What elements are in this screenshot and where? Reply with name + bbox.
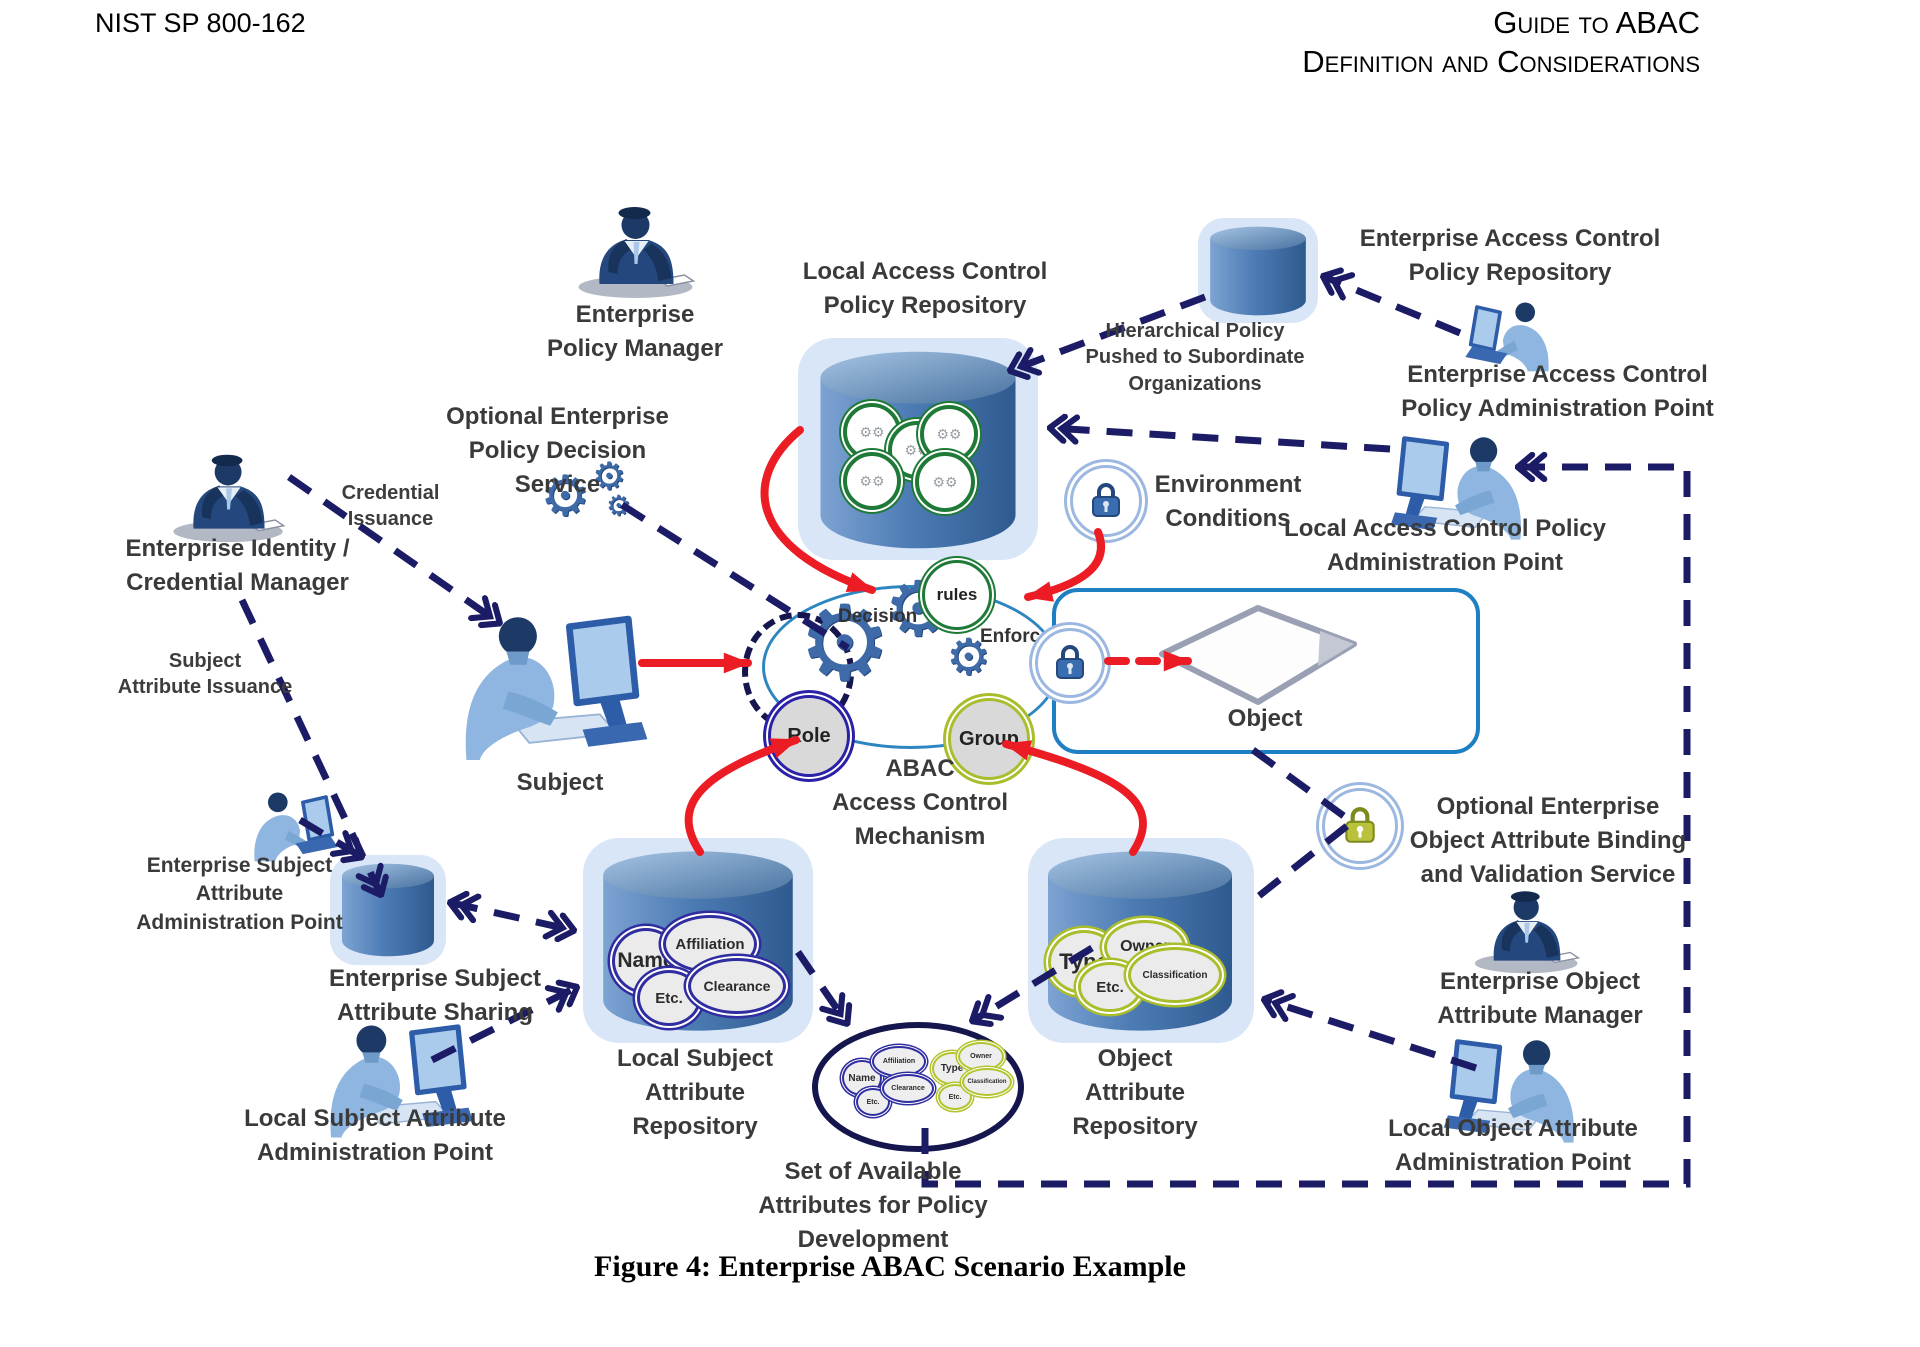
policy-decision-service-gear-icon: ⚙ (540, 464, 591, 527)
gear-pair-icon: ⚙⚙ (859, 472, 885, 489)
label-enterprise-policy-repository: Enterprise Access Control Policy Reposit… (1359, 225, 1661, 287)
label-local-object-attribute-admin-point: Local Object Attribute Administration Po… (1388, 1115, 1638, 1177)
lock-icon (1341, 805, 1379, 847)
enforcement-lock-badge (1035, 628, 1105, 698)
rules-badge: rules (922, 560, 992, 630)
label-ls-attribute-repository: Local Subject Attribute Repository (616, 1045, 774, 1141)
enterprise-policy-repository-cylinder-icon (1210, 226, 1306, 316)
object-document-icon (1159, 605, 1357, 705)
edge-object-attrs-to-abac (1002, 740, 1148, 856)
subject-user-icon (455, 600, 655, 762)
document-number: NIST SP 800-162 (95, 8, 306, 38)
label-enterprise-policy-admin-point: Enterprise Access Control Policy Adminis… (1401, 361, 1714, 423)
enterprise-policy-manager-icon (577, 206, 695, 299)
role-label: Role (787, 724, 831, 747)
object-attribute-classification: Classification (1128, 947, 1222, 1003)
lock-icon (1091, 483, 1121, 518)
label-es-attribute-sharing: Enterprise Subject Attribute Sharing (328, 965, 542, 1027)
set-subject-attribute-clearance: Clearance (882, 1074, 934, 1103)
object-binding-lock-badge (1322, 788, 1398, 864)
lock-icon (1055, 645, 1085, 680)
label-available-attributes-set: Set of Available Attributes for Policy D… (758, 1158, 988, 1254)
figure-caption: Figure 4: Enterprise ABAC Scenario Examp… (594, 1250, 1186, 1283)
label-enterprise-object-attribute-manager: Enterprise Object Attribute Manager (1437, 968, 1643, 1030)
document-title-line2: Definition and Considerations (1302, 43, 1700, 79)
label-local-policy-admin-point: Local Access Control Policy Administrati… (1284, 515, 1606, 577)
policy-rules-icon: ⚙⚙ (843, 452, 901, 510)
edge-local-admin-to-local-repo (1052, 428, 1391, 453)
enterprise-object-attribute-manager-icon (1474, 890, 1580, 974)
rules-label: rules (936, 585, 978, 604)
label-object-attribute-repository: Object Attribute Repository (1072, 1045, 1198, 1141)
policy-decision-service-gear-icon: ⚙ (592, 456, 627, 498)
document-title-line1: Guide to ABAC (1493, 5, 1700, 40)
label-abac-mechanism: ABAC Access Control Mechanism (831, 755, 1009, 851)
document-title: Guide to ABAC Definition and Considerati… (1000, 4, 1700, 82)
label-object-binding-service: Optional Enterprise Object Attribute Bin… (1409, 793, 1687, 889)
label-enterprise-policy-manager: Enterprise Policy Manager (546, 301, 724, 363)
set-subject-attribute-affiliation: Affiliation (872, 1046, 926, 1077)
decision-label: Decision (838, 606, 918, 627)
label-ls-attribute-admin-point: Local Subject Attribute Administration P… (244, 1105, 506, 1167)
label-local-policy-repository: Local Access Control Policy Repository (802, 258, 1048, 320)
label-es-attribute-admin-point: Enterprise Subject Attribute Administrat… (136, 854, 343, 934)
enterprise-identity-manager-icon (172, 454, 285, 543)
label-subject: Subject (516, 769, 604, 796)
gear-pair-icon: ⚙⚙ (932, 473, 958, 490)
set-object-attribute-classification: Classification (962, 1068, 1012, 1096)
label-object: Object (1227, 705, 1303, 732)
subject-attribute-clearance: Clearance (688, 958, 786, 1014)
label-enterprise-identity-manager: Enterprise Identity / Credential Manager (125, 535, 350, 597)
gear-pair-icon: ⚙⚙ (936, 425, 962, 442)
edge-sharing-to-subject-repo (452, 903, 572, 930)
label-policy-decision-service: Optional Enterprise Policy Decision Serv… (446, 403, 669, 499)
group-label: Group (959, 727, 1019, 750)
label-credential-issuance: Credential Issuance (341, 482, 440, 531)
label-subject-attribute-issuance: Subject Attribute Issuance (117, 650, 293, 699)
policy-rules-icon: ⚙⚙ (915, 452, 975, 512)
set-object-attribute-owner: Owner (958, 1042, 1004, 1071)
gear-pair-icon: ⚙⚙ (859, 423, 885, 440)
label-hierarchical-policy: Hierarchical Policy Pushed to Subordinat… (1085, 320, 1305, 395)
